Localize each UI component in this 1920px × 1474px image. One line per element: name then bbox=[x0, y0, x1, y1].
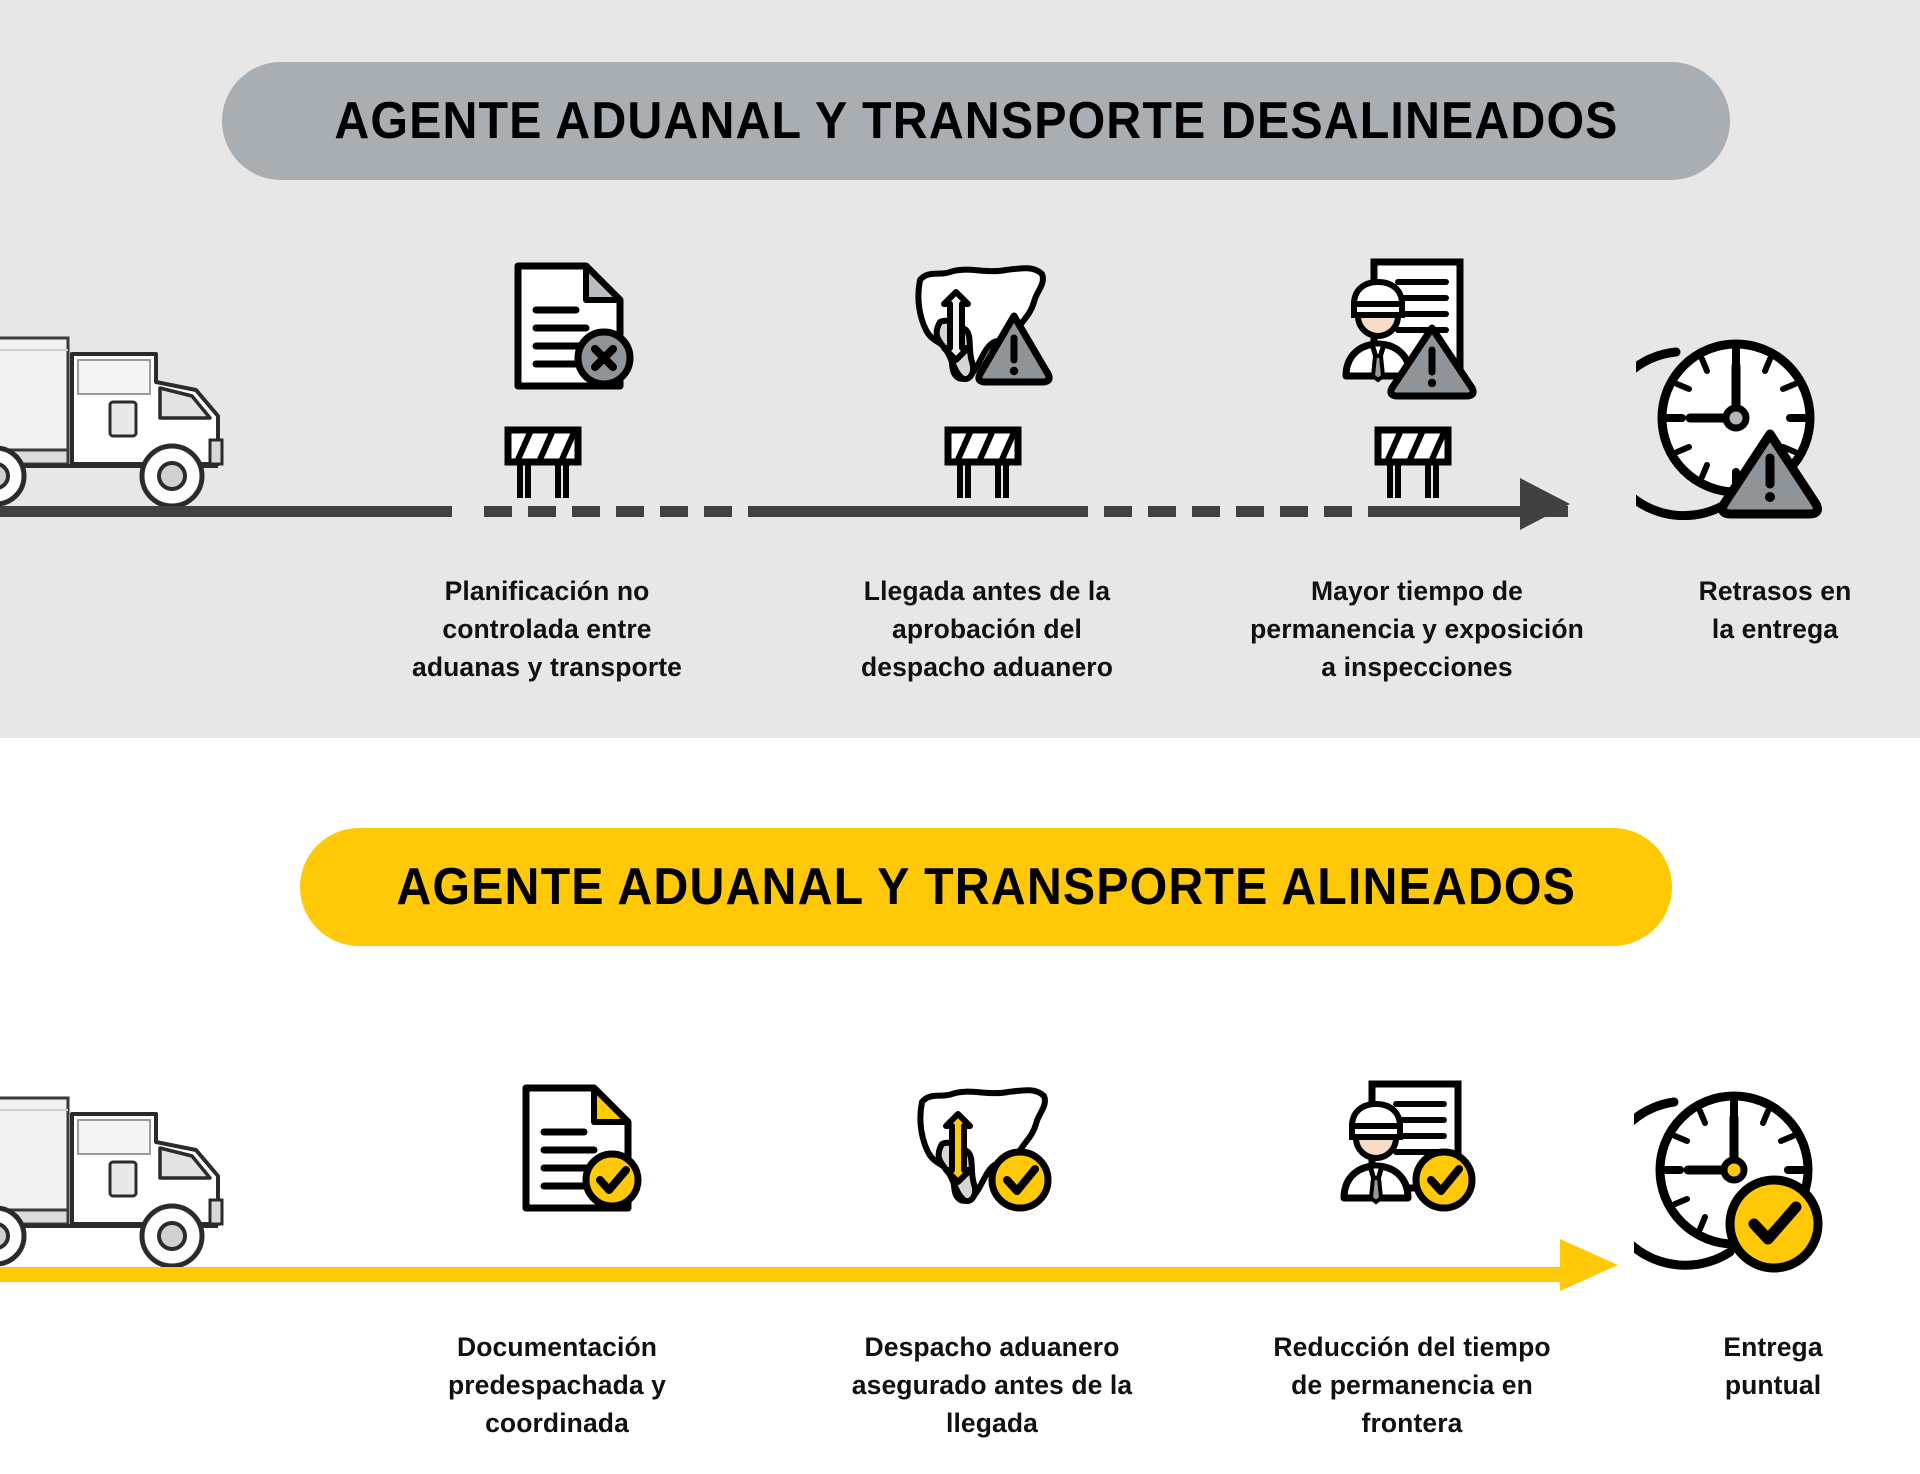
truck-aligned bbox=[0, 1090, 320, 1285]
map-north-america-warning-icon bbox=[910, 258, 1055, 403]
caption-line: Reducción del tiempo bbox=[1273, 1332, 1551, 1362]
caption-misaligned-3: Mayor tiempo de permanencia y exposición… bbox=[1212, 572, 1622, 686]
timeline-dashed bbox=[0, 478, 1920, 532]
misaligned-title-pill: AGENTE ADUANAL Y TRANSPORTE DESALINEADOS bbox=[222, 62, 1730, 180]
caption-line: Retrasos en bbox=[1698, 576, 1852, 606]
caption-aligned-2: Despacho aduanero asegurado antes de la … bbox=[812, 1328, 1172, 1442]
caption-line: Documentación bbox=[456, 1332, 658, 1362]
caption-line: Entrega bbox=[1723, 1332, 1823, 1362]
document-rejected-icon bbox=[508, 258, 638, 403]
clock-check-icon bbox=[1598, 1080, 1830, 1281]
caption-line: puntual bbox=[1724, 1370, 1822, 1400]
caption-line: permanencia y exposición bbox=[1250, 614, 1584, 644]
caption-aligned-3: Reducción del tiempo de permanencia en f… bbox=[1232, 1328, 1592, 1442]
caption-line: de permanencia en bbox=[1291, 1370, 1533, 1400]
document-approved-icon bbox=[516, 1080, 646, 1225]
caption-line: despacho aduanero bbox=[860, 652, 1114, 682]
arrow-right-gray-icon bbox=[1520, 478, 1570, 530]
caption-line: asegurado antes de la bbox=[851, 1370, 1133, 1400]
solid-track bbox=[0, 1267, 1568, 1282]
section-aligned: AGENTE ADUANAL Y TRANSPORTE ALINEADOS bbox=[0, 738, 1920, 1474]
caption-line: predespachada y bbox=[447, 1370, 667, 1400]
aligned-title-pill: AGENTE ADUANAL Y TRANSPORTE ALINEADOS bbox=[300, 828, 1672, 946]
caption-line: Llegada antes de la bbox=[863, 576, 1111, 606]
timeline-solid bbox=[0, 1239, 1920, 1295]
caption-aligned-1: Documentación predespachada y coordinada bbox=[382, 1328, 732, 1442]
road-barrier-icon-1 bbox=[500, 424, 586, 507]
caption-line: frontera bbox=[1361, 1408, 1463, 1438]
arrow-right-yellow-icon bbox=[1560, 1239, 1618, 1291]
road-barrier-icon-2 bbox=[940, 424, 1026, 507]
aligned-title: AGENTE ADUANAL Y TRANSPORTE ALINEADOS bbox=[396, 858, 1576, 916]
truck-misaligned bbox=[0, 330, 320, 525]
clock-warning-icon bbox=[1597, 330, 1826, 525]
caption-line: aprobación del bbox=[892, 614, 1082, 644]
caption-line: controlada entre bbox=[442, 614, 652, 644]
customs-officer-check-icon bbox=[1340, 1074, 1490, 1227]
caption-line: Planificación no bbox=[444, 576, 650, 606]
caption-misaligned-outcome: Retrasos en la entrega bbox=[1630, 572, 1920, 648]
road-barrier-icon-3 bbox=[1370, 424, 1456, 507]
customs-officer-warning-icon bbox=[1342, 252, 1490, 405]
caption-line: la entrega bbox=[1711, 614, 1839, 644]
caption-line: aduanas y transporte bbox=[411, 652, 683, 682]
misaligned-title: AGENTE ADUANAL Y TRANSPORTE DESALINEADOS bbox=[333, 92, 1619, 150]
caption-line: Despacho aduanero bbox=[864, 1332, 1120, 1362]
section-misaligned: AGENTE ADUANAL Y TRANSPORTE DESALINEADOS bbox=[0, 0, 1920, 738]
caption-misaligned-1: Planificación no controlada entre aduana… bbox=[372, 572, 722, 686]
caption-line: coordinada bbox=[485, 1408, 629, 1438]
caption-line: a inspecciones bbox=[1321, 652, 1513, 682]
caption-line: llegada bbox=[945, 1408, 1038, 1438]
map-north-america-check-icon bbox=[912, 1080, 1057, 1225]
caption-line: Mayor tiempo de bbox=[1310, 576, 1524, 606]
caption-aligned-outcome: Entrega puntual bbox=[1648, 1328, 1898, 1404]
caption-misaligned-2: Llegada antes de la aprobación del despa… bbox=[812, 572, 1162, 686]
